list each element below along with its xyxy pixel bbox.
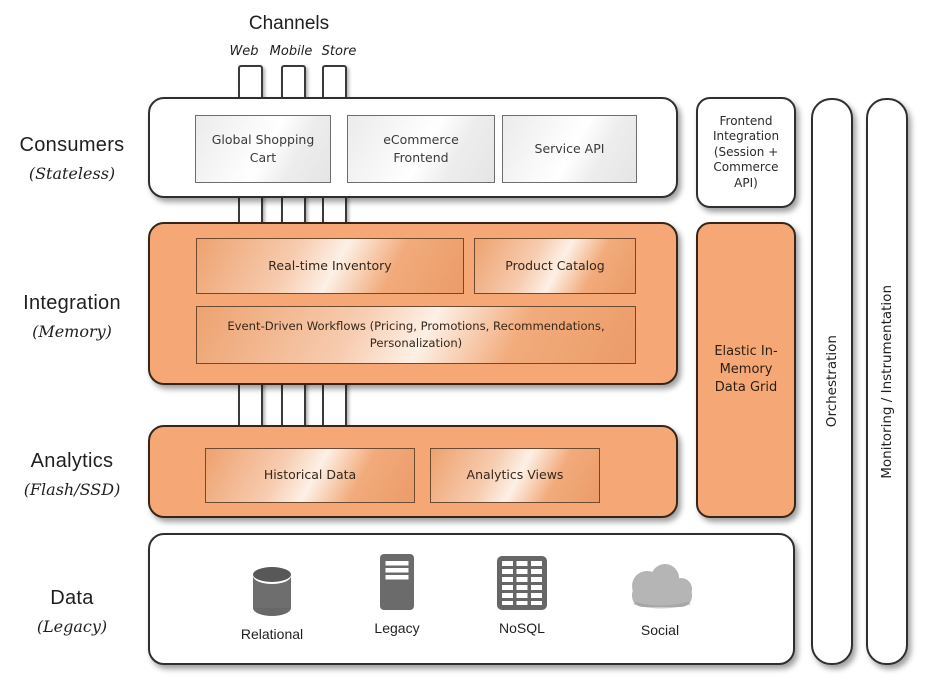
row-label-data-sub: (Legacy)	[36, 617, 108, 636]
connector-integration-analytics-3	[322, 380, 347, 430]
row-label-integration: Integration (Memory)	[2, 292, 142, 341]
connector-integration-analytics-2	[281, 380, 306, 430]
channel-label-mobile: Mobile	[269, 44, 313, 59]
elastic-grid-label: Elastic In-Memory Data Grid	[714, 343, 778, 396]
product-catalog-box: Product Catalog	[474, 238, 636, 294]
service-api-box: Service API	[502, 115, 637, 183]
consumers-layer: Global Shopping Cart eCommerce Frontend …	[148, 97, 678, 198]
ecommerce-frontend-box: eCommerce Frontend	[347, 115, 495, 183]
channel-label-web: Web	[229, 44, 259, 59]
database-icon	[250, 555, 294, 617]
event-driven-workflows-box: Event-Driven Workflows (Pricing, Promoti…	[196, 306, 636, 364]
channel-label-store: Store	[321, 44, 357, 59]
row-label-analytics-main: Analytics	[30, 450, 114, 472]
data-source-label: Social	[640, 622, 680, 638]
channels-title: Channels	[248, 13, 330, 34]
connector-integration-analytics-1	[238, 380, 263, 430]
server-icon	[379, 549, 415, 611]
cloud-icon	[620, 551, 700, 613]
data-source-label: Relational	[240, 626, 304, 642]
orchestration-label: Orchestration	[824, 335, 840, 428]
monitoring-instrumentation-bar: Monitoring / Instrumentation	[866, 98, 908, 665]
integration-layer: Real-time Inventory Product Catalog Even…	[148, 222, 678, 385]
global-shopping-cart-box: Global Shopping Cart	[195, 115, 331, 183]
frontend-integration-box: Frontend Integration (Session + Commerce…	[696, 97, 796, 208]
analytics-layer: Historical Data Analytics Views	[148, 425, 678, 518]
analytics-views-box: Analytics Views	[430, 448, 600, 503]
row-label-analytics: Analytics (Flash/SSD)	[2, 450, 142, 499]
orchestration-bar: Orchestration	[811, 98, 853, 665]
historical-data-box: Historical Data	[205, 448, 415, 503]
row-label-data-main: Data	[50, 587, 94, 609]
frontend-integration-label: Frontend Integration (Session + Commerce…	[712, 113, 780, 190]
row-label-integration-sub: (Memory)	[32, 322, 112, 341]
data-source-social: Social	[600, 551, 720, 638]
row-label-integration-main: Integration	[23, 292, 121, 314]
data-source-relational: Relational	[212, 555, 332, 642]
row-label-consumers-sub: (Stateless)	[28, 164, 116, 183]
data-layer: Relational Legacy	[148, 533, 795, 665]
data-source-legacy: Legacy	[337, 549, 457, 636]
data-source-label: NoSQL	[499, 620, 545, 636]
data-source-label: Legacy	[374, 620, 420, 636]
row-label-consumers: Consumers (Stateless)	[2, 134, 142, 183]
monitoring-instrumentation-label: Monitoring / Instrumentation	[879, 284, 895, 479]
row-label-analytics-sub: (Flash/SSD)	[23, 480, 121, 499]
row-label-data: Data (Legacy)	[2, 587, 142, 636]
table-grid-icon	[496, 549, 548, 611]
data-source-nosql: NoSQL	[462, 549, 582, 636]
elastic-in-memory-data-grid-box: Elastic In-Memory Data Grid	[696, 222, 796, 518]
realtime-inventory-box: Real-time Inventory	[196, 238, 464, 294]
row-label-consumers-main: Consumers	[19, 134, 125, 156]
